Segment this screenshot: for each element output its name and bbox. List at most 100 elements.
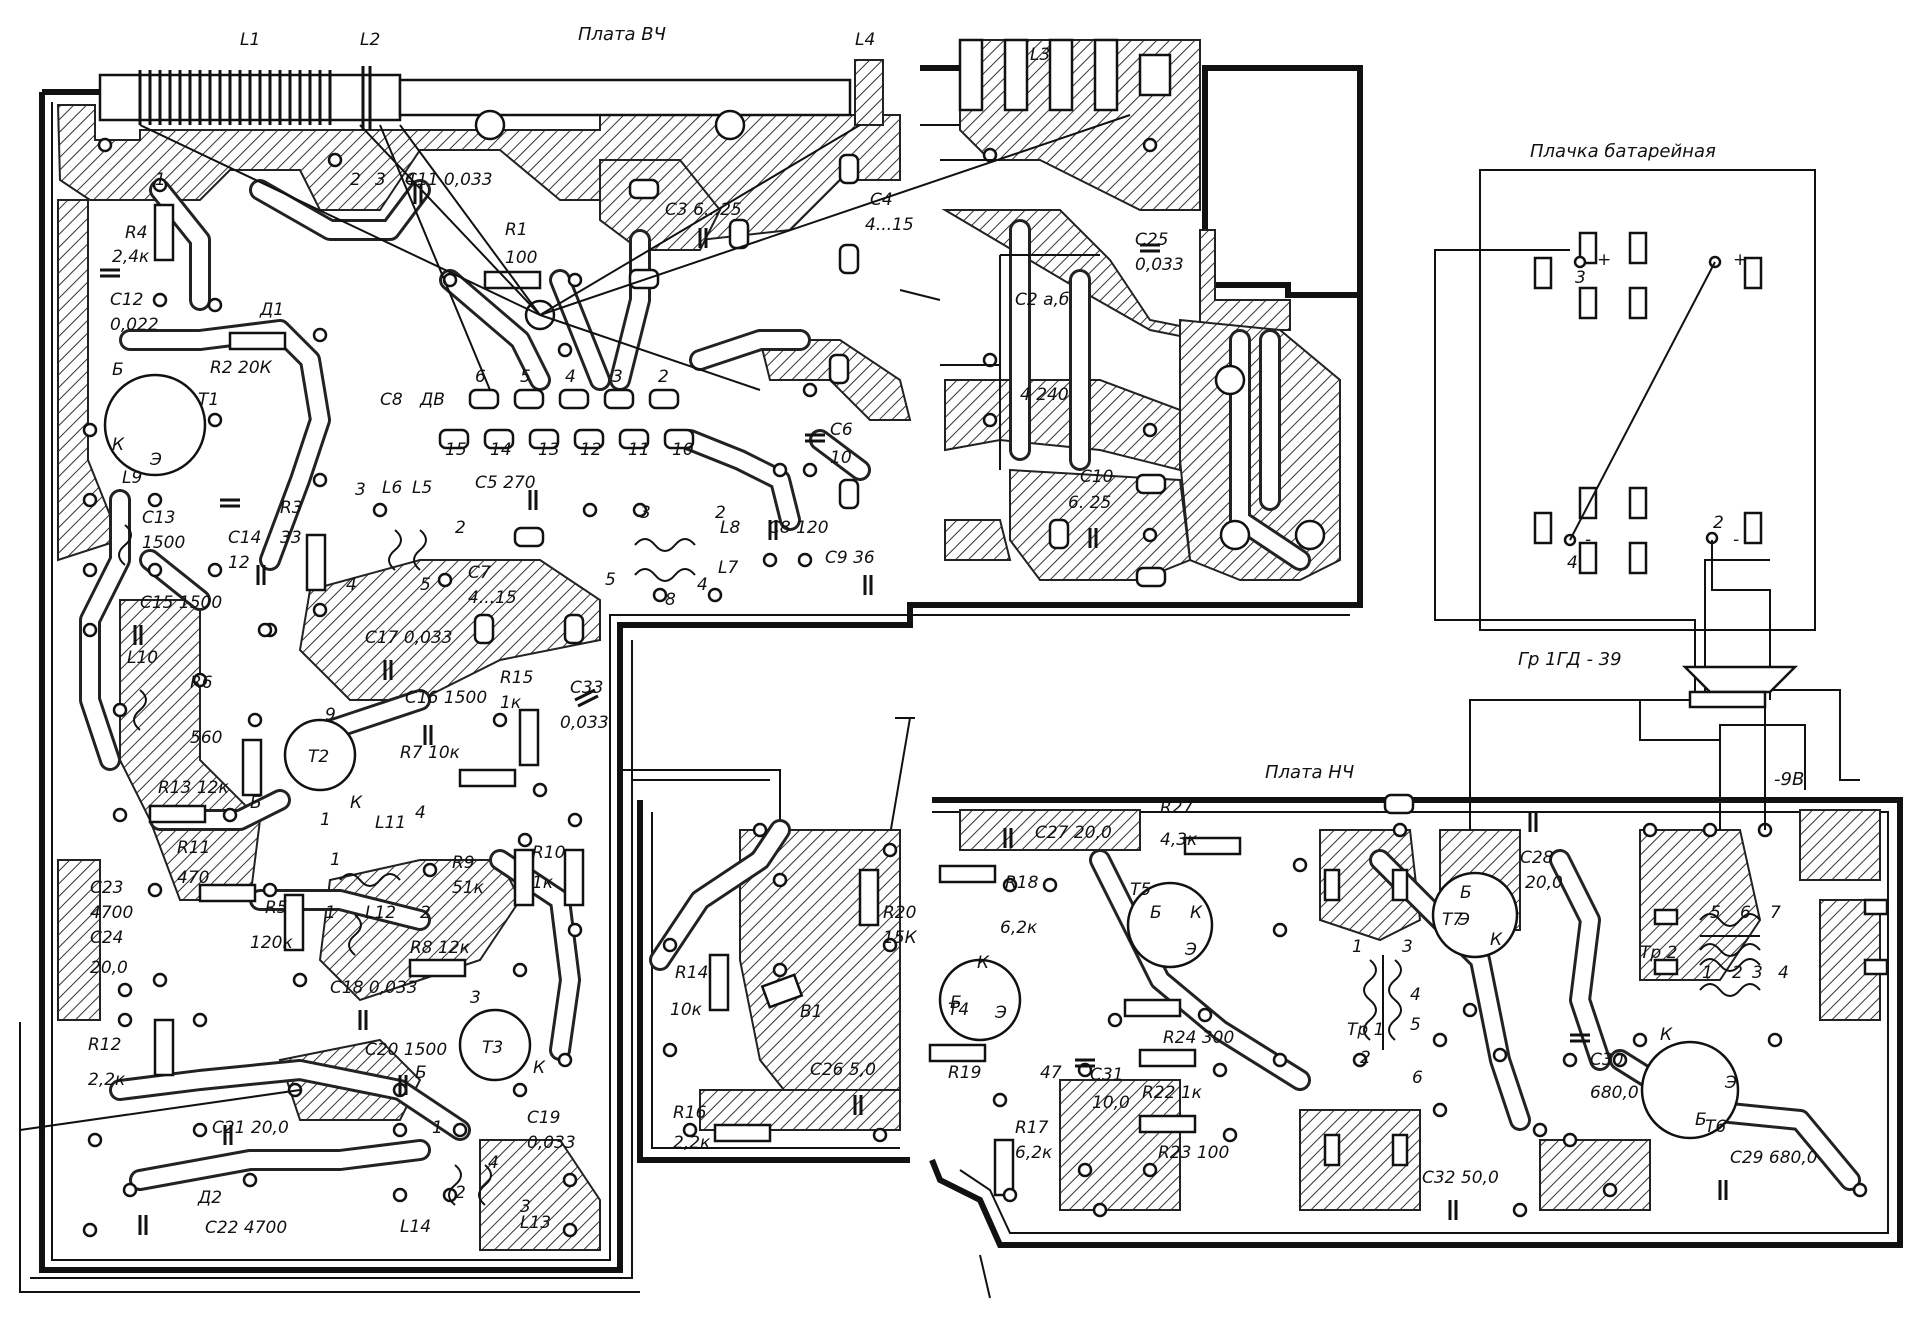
label-r14: R14 — [675, 963, 708, 983]
pin-marker: Э — [1457, 910, 1470, 930]
pin-marker: 9 — [325, 705, 336, 725]
pin-marker: 4 — [346, 575, 357, 595]
label-c32: C32 50,0 — [1422, 1168, 1499, 1188]
pin-marker: 3 — [355, 480, 366, 500]
label-dv: ДВ — [419, 390, 445, 410]
pin-marker: 1 — [432, 1118, 443, 1138]
label-c25v: 0,033 — [1135, 255, 1184, 275]
label-l10: L10 — [127, 648, 158, 668]
pin-marker: Б — [415, 1063, 427, 1083]
label-c2b: 4 240 — [1020, 385, 1069, 405]
label-t3: T3 — [482, 1038, 503, 1058]
pin-marker: 12 — [580, 440, 602, 460]
pin-marker: - — [1585, 530, 1591, 550]
label-r4v: 2,4к — [112, 247, 150, 267]
pin-marker: 14 — [490, 440, 512, 460]
label-c4: C4 — [870, 190, 893, 210]
label-r10v: 1к — [532, 873, 554, 893]
pin-marker: 3 — [1752, 963, 1763, 983]
label-l4: L4 — [855, 30, 875, 50]
lf-board-title: Плата НЧ — [1265, 762, 1354, 783]
pin-marker: 5 — [420, 575, 431, 595]
label-c31: C31 — [1090, 1065, 1124, 1085]
pin-marker: 2 — [455, 518, 466, 538]
label-l14: L14 — [400, 1217, 431, 1237]
pin-marker: 4 — [1778, 963, 1789, 983]
speaker-label: Гр 1ГД - 39 — [1518, 649, 1622, 670]
transistor-t6 — [1640, 1040, 1740, 1140]
pin-marker: К — [112, 435, 125, 455]
pin-marker: 1 — [155, 170, 166, 190]
pin-marker: - — [1733, 530, 1739, 550]
label-c12v: 0,022 — [110, 315, 159, 335]
label-c14: C14 — [228, 528, 262, 548]
label-c10: C10 — [1080, 467, 1114, 487]
label-c13v: 1500 — [142, 533, 185, 553]
label-c30v: 680,0 — [1590, 1083, 1639, 1103]
label-c9a: C8 120 — [768, 518, 829, 538]
transistor-t2 — [283, 718, 357, 792]
pin-marker: 3 — [470, 988, 481, 1008]
pin-marker: Э — [994, 1003, 1007, 1023]
pin-marker: Э — [149, 450, 162, 470]
label-r15v: 1к — [500, 693, 522, 713]
label-t5: T5 — [1130, 880, 1151, 900]
label-c27: C27 20,0 — [1035, 823, 1112, 843]
lf-board — [637, 249, 1903, 1299]
label-c13: C13 — [142, 508, 176, 528]
label-c23v: 4700 — [90, 903, 133, 923]
pin-marker: 10 — [672, 440, 694, 460]
label-c24: C24 — [90, 928, 124, 948]
label-r14v: 10к — [670, 1000, 703, 1020]
pin-marker: 2 — [350, 170, 361, 190]
transistor-t1 — [103, 373, 207, 477]
pin-marker: 4 — [565, 367, 576, 387]
label-r6: R6 — [190, 673, 213, 693]
label-r15: R15 — [500, 668, 533, 688]
pin-marker: 6 — [1412, 1068, 1423, 1088]
label-r13: R13 12к — [158, 778, 229, 798]
pin-marker: 5 — [1710, 903, 1721, 923]
label-r1v: 100 — [505, 248, 537, 268]
label-r18: R18 — [1005, 873, 1039, 893]
label-r8: R8 12к — [410, 938, 471, 958]
pin-marker: 3 — [640, 503, 651, 523]
label-c25: C25 — [1135, 230, 1169, 250]
pin-marker: 3 — [612, 367, 623, 387]
label-c28v: 20,0 — [1525, 873, 1563, 893]
label-d1: Д1 — [259, 300, 284, 320]
label-r5v: 120к — [250, 933, 293, 953]
label-c20: C20 1500 — [365, 1040, 447, 1060]
transistor-t3 — [458, 1008, 532, 1082]
label-l11: L11 — [375, 813, 406, 833]
pin-marker: 3 — [1402, 937, 1413, 957]
pin-marker: 4 — [697, 575, 708, 595]
label-t4: T4 — [948, 1000, 969, 1020]
label-l8: L8 — [720, 518, 740, 538]
label-r11: R11 — [177, 838, 210, 858]
label-c3: C3 6...25 — [665, 200, 742, 220]
label-c29: C29 680,0 — [1730, 1148, 1818, 1168]
pin-marker: К — [1660, 1025, 1673, 1045]
pin-marker: 2 — [1360, 1048, 1371, 1068]
label-r16v: 2,2к — [673, 1133, 711, 1153]
label-r20v: 15К — [883, 928, 918, 948]
pin-marker: 2 — [715, 503, 726, 523]
label-c26: C26 5,0 — [810, 1060, 876, 1080]
pin-marker: 4 — [405, 170, 416, 190]
pin-marker: 5 — [520, 367, 531, 387]
pin-marker: К — [977, 953, 990, 973]
label-r20: R20 — [883, 903, 916, 923]
label-c28: C28 — [1520, 848, 1554, 868]
label-r27: R27 — [1160, 798, 1194, 818]
label-l12: L12 — [365, 903, 396, 923]
label-l5: L5 — [412, 478, 432, 498]
label-c10v: 6. 25 — [1068, 493, 1111, 513]
label-t6: T6 — [1705, 1117, 1726, 1137]
label-r18v: 6,2к — [1000, 918, 1038, 938]
label-tr2: Тр 2 — [1640, 943, 1677, 963]
pin-marker: 7 — [1770, 903, 1781, 923]
label-r2: R2 20К — [210, 358, 273, 378]
